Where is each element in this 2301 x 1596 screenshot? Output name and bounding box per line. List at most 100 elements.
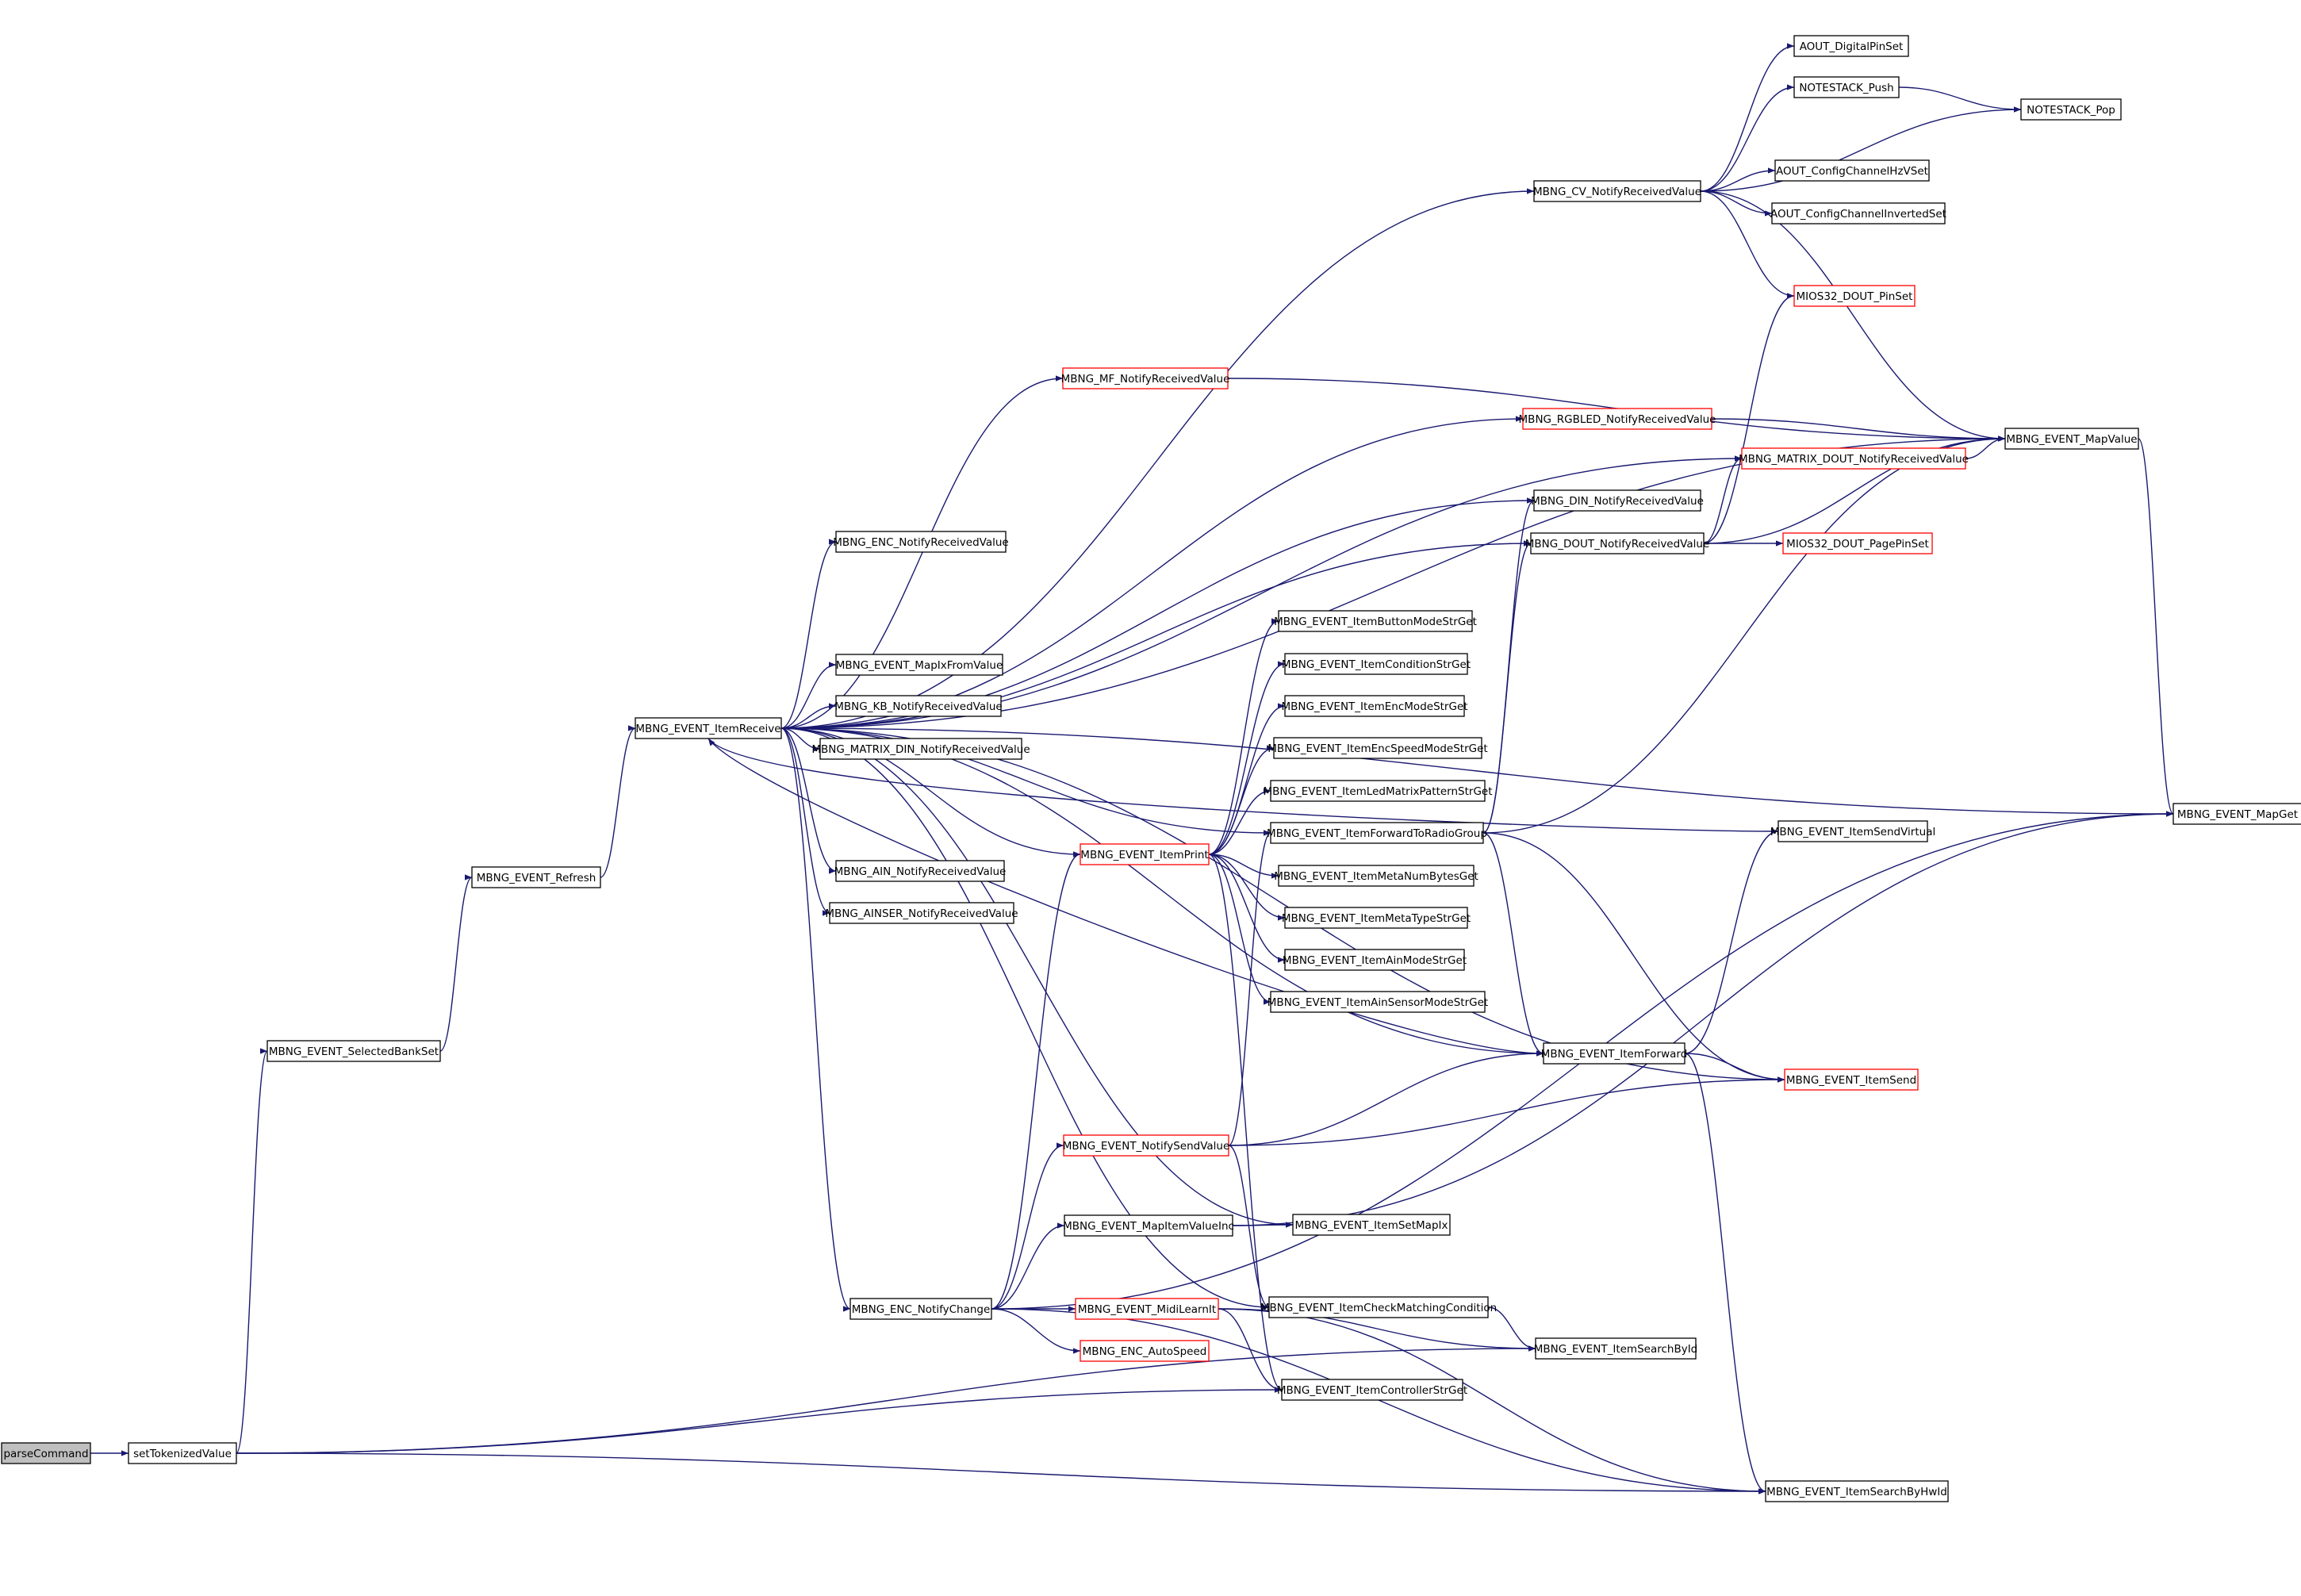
node-label: AOUT_DigitalPinSet [1800,40,1904,53]
node-ainSensorModeStrGet[interactable]: MBNG_EVENT_ItemAinSensorModeStrGet [1267,991,1488,1013]
node-box [1771,202,1946,224]
node-label: MBNG_EVENT_ItemReceive [635,723,780,735]
node-itemSendVirtual[interactable]: MBNG_EVENT_ItemSendVirtual [1770,820,1935,842]
node-itemSetMapIx[interactable]: MBNG_EVENT_ItemSetMapIx [1292,1214,1451,1236]
node-box [1278,610,1473,632]
node-midiLearnIt[interactable]: MBNG_EVENT_MidiLearnIt [1075,1298,1219,1320]
node-label: MBNG_EVENT_NotifySendValue [1063,1140,1230,1153]
node-box [1793,35,1909,57]
node-conditionStrGet[interactable]: MBNG_EVENT_ItemConditionStrGet [1282,653,1471,675]
node-searchById[interactable]: MBNG_EVENT_ItemSearchById [1534,1337,1698,1360]
edge-refresh-to-itemReceive [600,725,636,878]
node-encSpeedModeStrGet[interactable]: MBNG_EVENT_ItemEncSpeedModeStrGet [1267,737,1488,759]
node-matrixDoutNotifyRV[interactable]: MBNG_MATRIX_DOUT_NotifyReceivedValue [1739,447,1969,470]
node-setTokenizedValue[interactable]: setTokenizedValue [128,1442,237,1464]
node-box [835,860,1005,882]
edge-notifySendValue-to-checkMatchingCondition [1228,1145,1270,1310]
node-box [1778,820,1928,842]
edge-itemForward-to-itemReceive [708,738,1544,1054]
node-mapValue[interactable]: MBNG_EVENT_MapValue [2004,428,2139,450]
node-aoutInverted[interactable]: AOUT_ConfigChannelInvertedSet [1770,202,1946,224]
node-notifySendValue[interactable]: MBNG_EVENT_NotifySendValue [1063,1134,1230,1157]
node-checkMatchingCondition[interactable]: MBNG_EVENT_ItemCheckMatchingCondition [1260,1296,1497,1318]
node-mapItemValueInc[interactable]: MBNG_EVENT_MapItemValueInc [1063,1214,1234,1237]
node-itemForward[interactable]: MBNG_EVENT_ItemForward [1541,1042,1688,1065]
node-mapGet[interactable]: MBNG_EVENT_MapGet [2173,803,2301,825]
node-itemSend[interactable]: MBNG_EVENT_ItemSend [1784,1068,1919,1091]
edge-cvNotifyRV-to-mios32DoutPinSet [1700,190,1795,299]
node-box [819,738,1022,760]
node-label: MBNG_EVENT_MapValue [2006,433,2137,446]
node-metaNumBytesGet[interactable]: MBNG_EVENT_ItemMetaNumBytesGet [1274,865,1478,887]
node-encNotifyRV[interactable]: MBNG_ENC_NotifyReceivedValue [833,531,1009,553]
node-searchByHwId[interactable]: MBNG_EVENT_ItemSearchByHwId [1765,1480,1949,1502]
node-dinNotifyRV[interactable]: MBNG_DIN_NotifyReceivedValue [1531,489,1704,512]
node-selectedBankSet[interactable]: MBNG_EVENT_SelectedBankSet [267,1040,441,1062]
node-buttonModeStrGet[interactable]: MBNG_EVENT_ItemButtonModeStrGet [1274,610,1477,632]
node-rgbledNotifyRV[interactable]: MBNG_RGBLED_NotifyReceivedValue [1519,408,1716,430]
node-itemPrint[interactable]: MBNG_EVENT_ItemPrint [1080,843,1210,865]
node-label: MBNG_EVENT_MapItemValueInc [1063,1220,1234,1233]
node-encModeStrGet[interactable]: MBNG_EVENT_ItemEncModeStrGet [1281,695,1468,717]
node-box [1273,737,1482,759]
node-doutNotifyRV[interactable]: MBNG_DOUT_NotifyReceivedValue [1525,532,1710,554]
edge-midiLearnIt-to-controllerStrGet [1218,1308,1283,1393]
node-encNotifyChange[interactable]: MBNG_ENC_NotifyChange [849,1298,992,1320]
node-box [1765,1480,1949,1502]
node-box [1268,1296,1489,1318]
node-label: MBNG_EVENT_ItemButtonModeStrGet [1274,616,1477,628]
edge-cvNotifyRV-to-notestackPush [1700,84,1795,192]
node-cvNotifyRV[interactable]: MBNG_CV_NotifyReceivedValue [1533,180,1701,202]
node-metaTypeStrGet[interactable]: MBNG_EVENT_ItemMetaTypeStrGet [1282,907,1471,929]
node-box [1533,180,1701,202]
node-aoutHzV[interactable]: AOUT_ConfigChannelHzVSet [1774,159,1930,182]
node-box [267,1040,441,1062]
node-box [1278,865,1475,887]
node-box [1062,367,1229,389]
node-label: MBNG_EVENT_ItemCheckMatchingCondition [1260,1302,1497,1314]
node-forwardToRadioGroup[interactable]: MBNG_EVENT_ItemForwardToRadioGroup [1267,822,1487,844]
node-label: MBNG_MF_NotifyReceivedValue [1061,373,1230,386]
edge-itemReceive-to-kbNotifyRV [780,703,837,729]
edge-mapItemValueInc-to-mapGet [1232,811,2174,1226]
node-mfNotifyRV[interactable]: MBNG_MF_NotifyReceivedValue [1061,367,1230,389]
node-label: MBNG_EVENT_MapGet [2177,808,2298,821]
node-encAutoSpeed[interactable]: MBNG_ENC_AutoSpeed [1080,1340,1210,1362]
node-matrixDinNotifyRV[interactable]: MBNG_MATRIX_DIN_NotifyReceivedValue [811,738,1030,760]
node-parseCommand[interactable]: parseCommand [1,1442,91,1464]
edge-itemPrint-to-ledMatrixPatternStrGet [1208,788,1271,855]
node-box [1064,1214,1233,1237]
node-ainNotifyRV[interactable]: MBNG_AIN_NotifyReceivedValue [834,860,1007,882]
node-kbNotifyRV[interactable]: MBNG_KB_NotifyReceivedValue [834,695,1003,717]
node-box [835,695,1002,717]
node-label: AOUT_ConfigChannelInvertedSet [1770,208,1946,221]
node-itemReceive[interactable]: MBNG_EVENT_ItemReceive [635,717,782,739]
node-label: NOTESTACK_Push [1799,82,1893,94]
node-box [1270,991,1486,1013]
node-mios32DoutPagePinSet[interactable]: MIOS32_DOUT_PagePinSet [1782,532,1933,554]
node-ainserNotifyRV[interactable]: MBNG_AINSER_NotifyReceivedValue [825,902,1018,924]
node-aoutDigitalPinSet[interactable]: AOUT_DigitalPinSet [1793,35,1909,57]
node-label: setTokenizedValue [133,1448,232,1460]
node-label: AOUT_ConfigChannelHzVSet [1776,165,1928,178]
node-ledMatrixPatternStrGet[interactable]: MBNG_EVENT_ItemLedMatrixPatternStrGet [1263,780,1493,802]
edge-notestackPush-to-notestackPop [1898,86,2022,113]
node-label: MBNG_EVENT_MapIxFromValue [836,659,1003,672]
edge-setTokenizedValue-to-selectedBankSet [236,1048,268,1454]
node-ainModeStrGet[interactable]: MBNG_EVENT_ItemAinModeStrGet [1283,949,1467,971]
node-box [1284,949,1465,971]
edge-cvNotifyRV-to-mapValue [1700,190,2006,442]
node-mapIxFromValue[interactable]: MBNG_EVENT_MapIxFromValue [835,654,1003,676]
edge-itemReceive-to-forwardToRadioGroup [780,727,1271,836]
node-refresh[interactable]: MBNG_EVENT_Refresh [471,866,601,888]
edge-rgbledNotifyRV-to-mapValue [1711,418,2006,442]
node-box [1270,780,1486,802]
node-notestackPop[interactable]: NOTESTACK_Pop [2020,98,2122,121]
node-notestackPush[interactable]: NOTESTACK_Push [1793,76,1900,98]
node-label: MBNG_CV_NotifyReceivedValue [1533,186,1701,198]
node-controllerStrGet[interactable]: MBNG_EVENT_ItemControllerStrGet [1277,1379,1467,1401]
edge-checkMatchingCondition-to-searchById [1487,1306,1536,1352]
edge-itemForward-to-itemSendVirtual [1684,828,1779,1054]
node-mios32DoutPinSet[interactable]: MIOS32_DOUT_PinSet [1793,285,1916,307]
node-label: MBNG_EVENT_ItemForwardToRadioGroup [1267,827,1487,840]
